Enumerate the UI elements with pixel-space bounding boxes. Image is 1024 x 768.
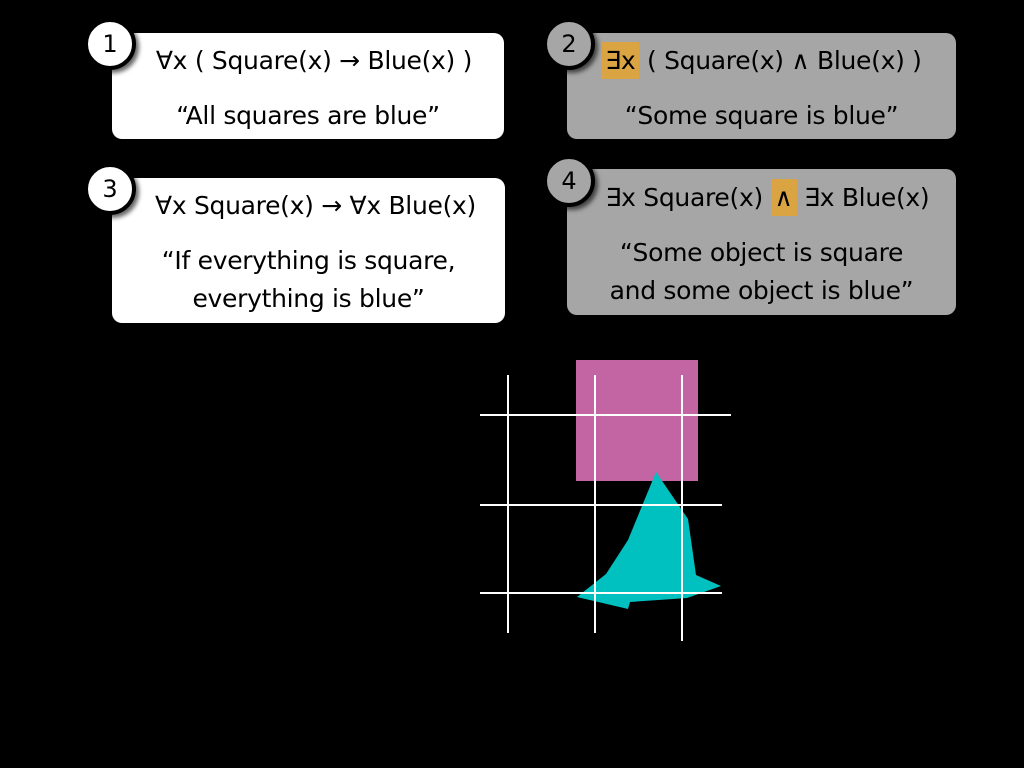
caption-4-line-2: and some object is blue” — [609, 276, 914, 305]
badge-4: 4 — [543, 155, 595, 207]
formula-1: ∀x ( Square(x) → Blue(x) ) — [155, 46, 473, 75]
formula-4: ∃x Square(x) ∧ ∃x Blue(x) — [567, 179, 956, 216]
formula-4-highlight: ∧ — [770, 179, 797, 216]
statement-card-4: ∃x Square(x) ∧ ∃x Blue(x) “Some object i… — [567, 169, 956, 315]
caption-3-line-1: “If everything is square, — [161, 246, 456, 275]
formula-2-highlight: ∃x — [601, 42, 640, 79]
cyan-blob — [577, 472, 721, 609]
statement-card-2: ∃x ( Square(x) ∧ Blue(x) ) “Some square … — [567, 33, 956, 139]
caption-4-line-1: “Some object is square — [619, 238, 904, 267]
badge-1: 1 — [84, 18, 136, 70]
caption-1: “All squares are blue” — [176, 101, 440, 130]
caption-2: “Some square is blue” — [624, 101, 899, 130]
formula-2: ∃x ( Square(x) ∧ Blue(x) ) — [567, 42, 956, 79]
badge-3: 3 — [84, 163, 136, 215]
formula-2-rest: ( Square(x) ∧ Blue(x) ) — [639, 46, 922, 75]
caption-3-line-2: everything is blue” — [192, 284, 425, 313]
badge-2: 2 — [543, 18, 595, 70]
statement-card-3: ∀x Square(x) → ∀x Blue(x) “If everything… — [112, 178, 505, 323]
grid-lines — [480, 375, 731, 641]
formula-3: ∀x Square(x) → ∀x Blue(x) — [155, 191, 476, 220]
formula-4-post: ∃x Blue(x) — [796, 183, 930, 212]
pink-square — [576, 360, 698, 481]
statement-card-1: ∀x ( Square(x) → Blue(x) ) “All squares … — [112, 33, 504, 139]
world-diagram — [480, 360, 731, 641]
formula-4-pre: ∃x Square(x) — [605, 183, 771, 212]
